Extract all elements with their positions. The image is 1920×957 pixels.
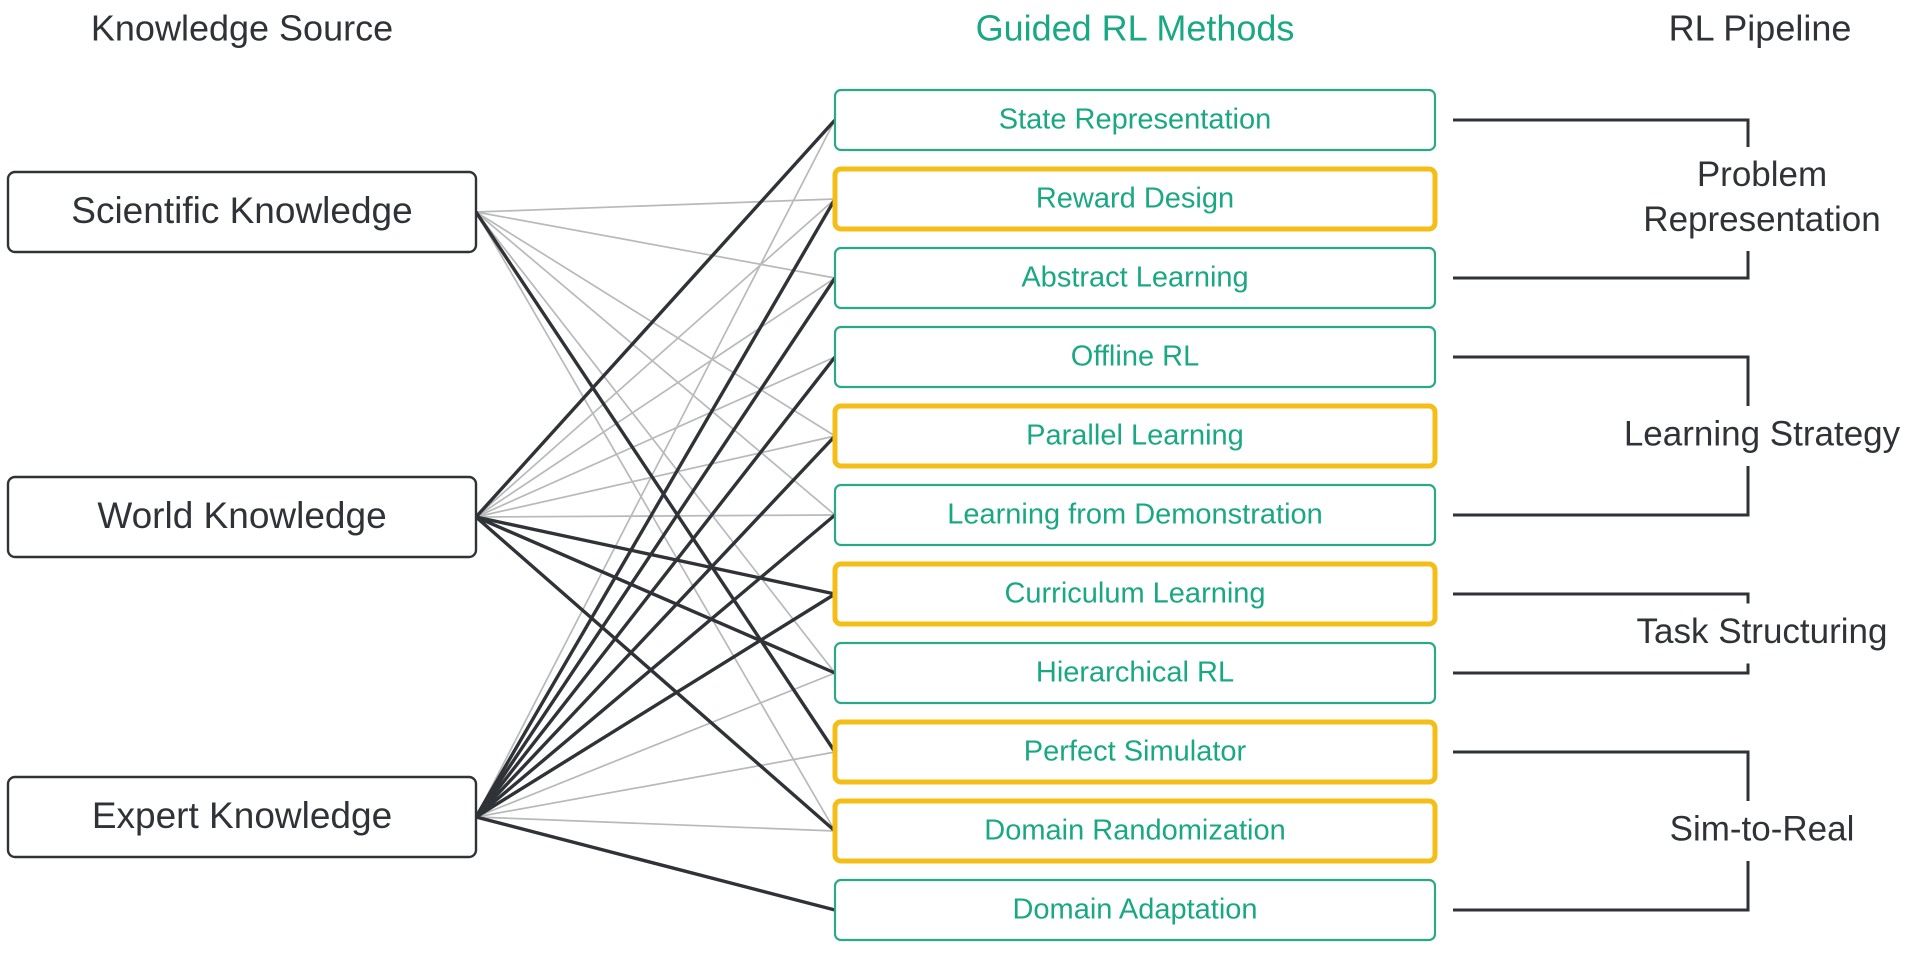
method-box-highlighted	[832, 719, 1438, 785]
method-label: Abstract Learning	[1021, 262, 1248, 294]
method-box	[833, 641, 1437, 705]
edge-expert-to-hierarchical-rl	[475, 672, 836, 818]
method-label: Domain Adaptation	[1012, 894, 1257, 926]
method-box-highlighted	[832, 403, 1438, 469]
method-domain-adaptation: Domain Adaptation	[833, 878, 1437, 942]
pipeline-group-sim-to-real: Sim-to-Real	[1453, 750, 1855, 912]
method-box-highlighted	[832, 561, 1438, 627]
source-label: Expert Knowledge	[92, 795, 392, 836]
edge-scientific-to-parallel-learning	[475, 211, 836, 437]
edge-expert-to-parallel-learning	[474, 434, 837, 819]
method-label: Domain Randomization	[984, 815, 1285, 847]
method-box	[833, 325, 1437, 389]
method-perfect-simulator: Perfect Simulator	[832, 719, 1438, 785]
pipeline-bracket	[1453, 118, 1750, 280]
edge-scientific-to-abstract-learning	[475, 211, 836, 279]
pipeline-bracket	[1453, 592, 1750, 675]
header-knowledge-source: Knowledge Source	[91, 8, 393, 49]
method-label: Hierarchical RL	[1036, 657, 1234, 689]
source-world: World Knowledge	[6, 475, 478, 559]
method-label: Perfect Simulator	[1024, 736, 1247, 768]
edge-world-to-learning-from-demonstration	[475, 514, 836, 518]
method-parallel-learning: Parallel Learning	[832, 403, 1438, 469]
edge-expert-to-learning-from-demonstration	[474, 513, 837, 819]
edge-expert-to-reward-design	[474, 198, 837, 818]
edge-expert-to-perfect-simulator	[475, 751, 836, 818]
source-box	[6, 475, 478, 559]
method-label: Learning from Demonstration	[947, 499, 1323, 531]
edge-world-to-state-representation	[474, 118, 837, 519]
edge-world-to-domain-randomization	[474, 515, 837, 833]
edge-scientific-to-perfect-simulator	[474, 211, 837, 753]
edge-expert-to-curriculum-learning	[475, 592, 836, 819]
edge-expert-to-domain-randomization	[475, 816, 836, 832]
method-label: Parallel Learning	[1026, 420, 1244, 452]
edge-world-to-abstract-learning	[475, 277, 836, 518]
edge-world-to-reward-design	[475, 198, 836, 518]
method-box-highlighted	[832, 166, 1438, 232]
source-label: World Knowledge	[97, 495, 386, 536]
method-offline-rl: Offline RL	[833, 325, 1437, 389]
method-curriculum-learning: Curriculum Learning	[832, 561, 1438, 627]
pipeline-group-task-structuring: Task Structuring	[1453, 592, 1888, 675]
header-rl-pipeline: RL Pipeline	[1669, 8, 1852, 49]
pipeline-label: Problem	[1697, 155, 1827, 194]
method-box	[833, 246, 1437, 310]
edge-expert-to-domain-adaptation	[475, 815, 836, 912]
header-guided-rl-methods: Guided RL Methods	[976, 8, 1295, 49]
method-label: Curriculum Learning	[1004, 578, 1265, 610]
method-hierarchical-rl: Hierarchical RL	[833, 641, 1437, 705]
method-abstract-learning: Abstract Learning	[833, 246, 1437, 310]
method-learning-from-demonstration: Learning from Demonstration	[833, 483, 1437, 547]
source-box	[6, 170, 478, 254]
method-label: State Representation	[999, 104, 1271, 136]
edge-scientific-to-learning-from-demonstration	[475, 211, 836, 516]
pipeline-bracket	[1453, 355, 1750, 517]
method-box	[833, 878, 1437, 942]
method-reward-design: Reward Design	[832, 166, 1438, 232]
method-box-highlighted	[832, 798, 1438, 864]
method-box	[833, 88, 1437, 152]
method-label: Reward Design	[1036, 183, 1234, 215]
edge-expert-to-state-representation	[475, 119, 836, 818]
source-scientific: Scientific Knowledge	[6, 170, 478, 254]
edge-expert-to-offline-rl	[474, 355, 837, 819]
connection-lines	[474, 118, 837, 912]
edge-scientific-to-reward-design	[475, 198, 836, 213]
method-label: Offline RL	[1071, 341, 1199, 373]
method-state-representation: State Representation	[833, 88, 1437, 152]
edge-scientific-to-hierarchical-rl	[475, 211, 836, 674]
edge-world-to-curriculum-learning	[475, 515, 836, 596]
edge-scientific-to-domain-randomization	[475, 211, 836, 832]
pipeline-label: Learning Strategy	[1624, 414, 1901, 453]
source-box	[6, 775, 478, 859]
source-label: Scientific Knowledge	[71, 190, 412, 231]
pipeline-label: Sim-to-Real	[1670, 809, 1855, 848]
method-box	[833, 483, 1437, 547]
edge-world-to-parallel-learning	[475, 435, 836, 518]
edge-expert-to-abstract-learning	[474, 277, 837, 818]
pipeline-bracket	[1453, 750, 1750, 912]
edge-world-to-offline-rl	[475, 356, 836, 518]
pipeline-label: Task Structuring	[1637, 612, 1888, 651]
pipeline-label: Representation	[1643, 200, 1880, 239]
edge-world-to-hierarchical-rl	[475, 515, 836, 675]
pipeline-group-learning-strategy: Learning Strategy	[1453, 355, 1901, 517]
method-domain-randomization: Domain Randomization	[832, 798, 1438, 864]
source-expert: Expert Knowledge	[6, 775, 478, 859]
